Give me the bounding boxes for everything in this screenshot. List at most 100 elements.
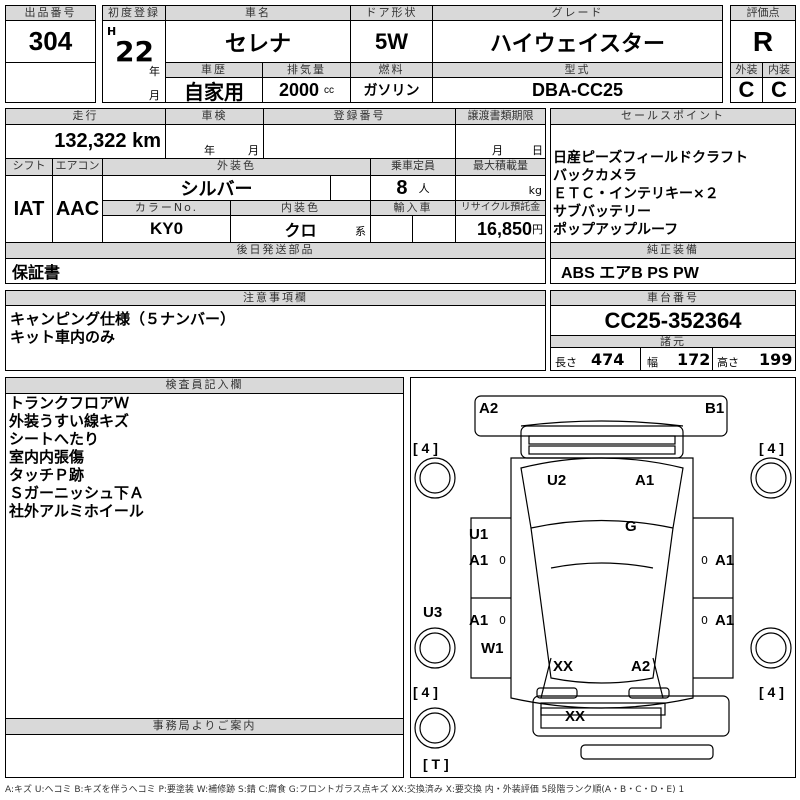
zero-3: 0	[499, 614, 506, 627]
inspector-notes: トランクフロアＷ 外装うすい線キズ シートへたり 室内内張傷 タッチＰ跡 Ｓガー…	[9, 394, 145, 520]
color-no: KY0	[102, 215, 231, 243]
int-label: 内装	[762, 62, 796, 78]
tire-front-right: [ 4 ]	[759, 440, 784, 456]
color-label: 外装色	[102, 158, 371, 176]
tire-front-left: [ 4 ]	[413, 440, 438, 456]
car-name: セレナ	[165, 20, 351, 63]
inspector-label: 検査員記入欄	[5, 377, 404, 394]
int-grade: C	[762, 77, 796, 103]
aircon: AAC	[52, 175, 103, 243]
inspection-cell: 年 月	[165, 124, 264, 159]
equip-label: 純正装備	[550, 242, 796, 259]
interior-unit: 系	[355, 226, 366, 238]
interior-label: 内装色	[230, 200, 371, 216]
reg-cell: H 22 年 月	[102, 20, 166, 103]
tire-rear-left: [ 4 ]	[413, 684, 438, 700]
sales-label: セールスポイント	[550, 108, 796, 125]
legend: A:キズ U:ヘコミ B:キズを伴うヘコミ P:要塗装 W:補修跡 S:錆 C:…	[5, 785, 685, 795]
fuel: ガソリン	[350, 77, 433, 103]
score-label: 評価点	[730, 5, 796, 21]
import-blank-2	[412, 215, 456, 243]
capacity-label: 乗車定員	[370, 158, 456, 176]
height-value: 199	[759, 350, 793, 369]
notes-label: 注意事項欄	[5, 290, 546, 306]
mark-rear-door-left: A1	[469, 612, 489, 629]
later-label: 後日発送部品	[5, 242, 546, 259]
inspection-label: 車検	[165, 108, 264, 125]
chassis-number: CC25-352364	[550, 305, 796, 336]
lot-label: 出品番号	[5, 5, 96, 21]
chassis-label: 車台番号	[550, 290, 796, 306]
mark-rear-left: XX	[553, 658, 574, 675]
model-label: 型式	[432, 62, 723, 78]
regno-cell	[263, 124, 456, 159]
disp-value: 2000	[278, 79, 320, 100]
interior-color: クロ 系	[230, 215, 371, 243]
tr-month: 月	[492, 144, 503, 157]
interior-value: クロ	[284, 223, 317, 240]
zero-2: 0	[701, 554, 708, 567]
ac-label: エアコン	[52, 158, 103, 176]
year-unit: 年	[149, 65, 160, 78]
ext-grade: C	[730, 77, 763, 103]
mark-front-door-left: A1	[469, 552, 489, 569]
import-blank-1	[370, 215, 413, 243]
mark-bumper-front-left: A2	[479, 400, 499, 417]
zero-4: 0	[701, 614, 708, 627]
capacity-unit: 人	[418, 183, 430, 195]
insp-month: 月	[248, 144, 259, 157]
mark-bumper-front-right: B1	[705, 400, 725, 417]
height-label: 高さ	[717, 356, 739, 369]
shift: IAT	[5, 175, 53, 243]
colorno-label: カラーNo.	[102, 200, 231, 216]
disp-unit: cc	[324, 84, 335, 96]
width-value: 172	[677, 350, 711, 369]
load-cell: kg	[455, 175, 546, 201]
grade: ハイウェイスター	[432, 20, 723, 63]
era: H	[107, 25, 117, 38]
import-label: 輸入車	[370, 200, 456, 216]
disp-label: 排気量	[262, 62, 351, 78]
damage-diagram: A2 B1 U2 A1 G U1 A1 A1 A1 A1 U3 A1 W1 XX…	[410, 377, 796, 778]
reg-label: 初度登録	[102, 5, 166, 21]
color-blank	[330, 175, 371, 201]
load-label: 最大積載量	[455, 158, 546, 176]
mark-rear-door-right: A1	[715, 612, 735, 629]
mark-rear-bumper: XX	[565, 708, 586, 725]
recycle-value: 16,850	[476, 218, 532, 239]
regno-label: 登録番号	[263, 108, 456, 125]
reg-year: 22	[115, 35, 154, 68]
score: R	[730, 20, 796, 63]
inspector-cell: トランクフロアＷ 外装うすい線キズ シートへたり 室内内張傷 タッチＰ跡 Ｓガー…	[5, 393, 404, 719]
sales-points: 日産ピーズフィールドクラフト バックカメラ ＥＴＣ・インテリキー×２ サブバッテ…	[553, 150, 749, 238]
name-label: 車名	[165, 5, 351, 21]
mark-fender-left: U1	[469, 526, 489, 543]
lot-blank	[5, 62, 96, 103]
insp-year: 年	[204, 144, 215, 157]
transfer-label: 譲渡書類期限	[455, 108, 546, 125]
mileage: 132,322 km	[5, 124, 166, 159]
recycle-unit: 円	[532, 224, 543, 236]
office-label: 事務局よりご案内	[5, 718, 404, 735]
grade-label: グレード	[432, 5, 723, 21]
length-label: 長さ	[555, 356, 577, 369]
shift-label: シフト	[5, 158, 53, 176]
mark-hood-right: A1	[635, 472, 655, 489]
tire-rear-right: [ 4 ]	[759, 684, 784, 700]
lot-number: 304	[5, 20, 96, 63]
notes-text: キャンピング仕様（５ナンバー） キット車内のみ	[10, 310, 236, 346]
door-label: ドア形状	[350, 5, 433, 21]
tr-day: 日	[532, 144, 543, 157]
capacity-value: 8	[396, 176, 408, 199]
sales-cell: 日産ピーズフィールドクラフト バックカメラ ＥＴＣ・インテリキー×２ サブバッテ…	[550, 124, 796, 243]
ext-label: 外装	[730, 62, 763, 78]
capacity: 8 人	[370, 175, 456, 201]
load-unit: kg	[528, 184, 542, 197]
fuel-label: 燃料	[350, 62, 433, 78]
door-type: 5W	[350, 20, 433, 63]
mark-hood-left: U2	[547, 472, 567, 489]
car-outline-icon	[414, 395, 792, 760]
mark-front-door-right: A1	[715, 552, 735, 569]
